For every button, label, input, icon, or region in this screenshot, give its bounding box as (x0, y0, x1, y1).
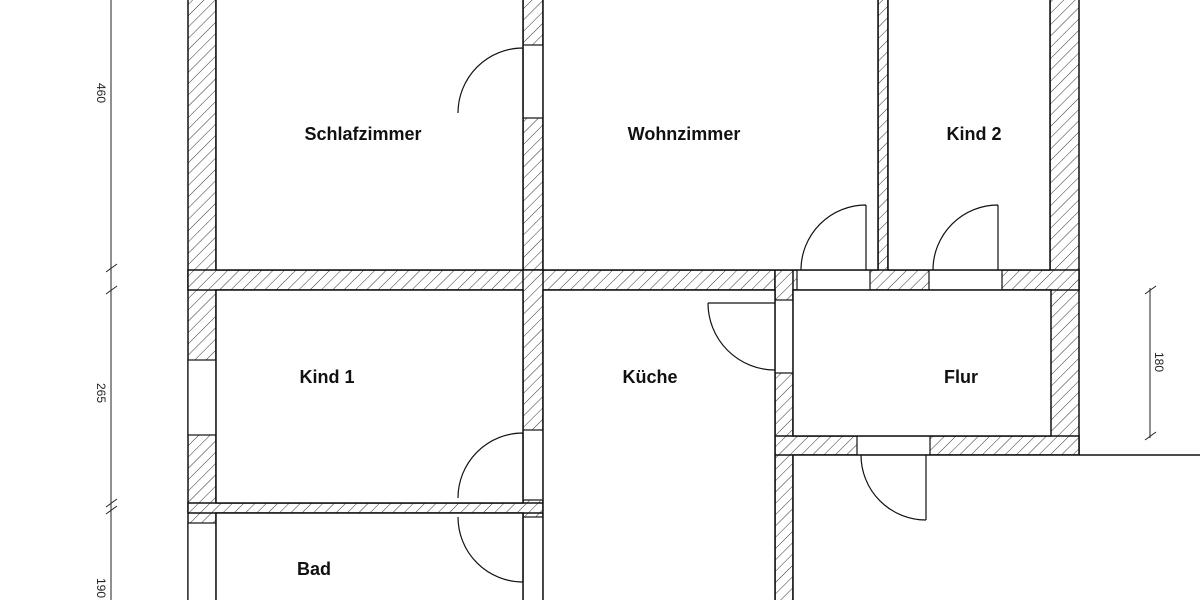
room-lower-right (792, 454, 1200, 600)
wall-kind1-bad (187, 502, 544, 514)
room-bad (215, 512, 524, 600)
door-opening-wohn (796, 269, 871, 291)
door-wohnzimmer (800, 204, 867, 271)
dim-tick (1144, 285, 1157, 295)
dim-tick (105, 285, 118, 295)
label-kind2: Kind 2 (946, 124, 1001, 144)
door-kind2 (932, 204, 999, 271)
door-opening-kind2 (928, 269, 1003, 291)
door-bad (457, 516, 524, 583)
room-flur (792, 289, 1052, 437)
dimension-left: 460 265 190 (94, 0, 118, 600)
window-bad (187, 522, 217, 600)
label-schlafzimmer: Schlafzimmer (304, 124, 421, 144)
room-kind1 (215, 289, 524, 504)
label-wohnzimmer: Wohnzimmer (628, 124, 741, 144)
window-kind1 (187, 359, 217, 436)
door-flur-bottom (860, 454, 927, 521)
doors (457, 47, 999, 583)
dim-label-265: 265 (94, 383, 108, 403)
room-kueche (542, 289, 776, 600)
room-wohnzimmer (542, 0, 879, 271)
door-opening-bad (522, 516, 544, 600)
dimension-right: 180 (1144, 285, 1166, 441)
room-kind2 (887, 0, 1051, 271)
outer-wall-left (187, 0, 217, 600)
dim-tick (105, 498, 118, 508)
label-bad: Bad (297, 559, 331, 579)
dim-label-180: 180 (1152, 352, 1166, 372)
wall-schlaf-wohn (522, 0, 544, 291)
door-schlafzimmer (457, 47, 524, 114)
dim-tick (1144, 431, 1157, 441)
outer-wall-right (1049, 0, 1080, 456)
label-kueche: Küche (622, 367, 677, 387)
label-kind1: Kind 1 (299, 367, 354, 387)
door-opening-kueche (774, 299, 794, 374)
door-opening-schlaf (522, 44, 544, 119)
label-flur: Flur (944, 367, 978, 387)
room-schlafzimmer (215, 0, 524, 271)
dim-label-190: 190 (94, 578, 108, 598)
door-opening-flur-bottom (856, 435, 931, 456)
door-opening-kind1 (522, 429, 544, 501)
wall-wohn-kind2 (877, 0, 889, 276)
dim-tick (105, 505, 118, 515)
dim-label-460: 460 (94, 83, 108, 103)
door-kind1 (457, 432, 524, 499)
wall-horizontal-mid (187, 269, 796, 291)
dim-tick (105, 263, 118, 273)
door-kueche (707, 302, 776, 371)
